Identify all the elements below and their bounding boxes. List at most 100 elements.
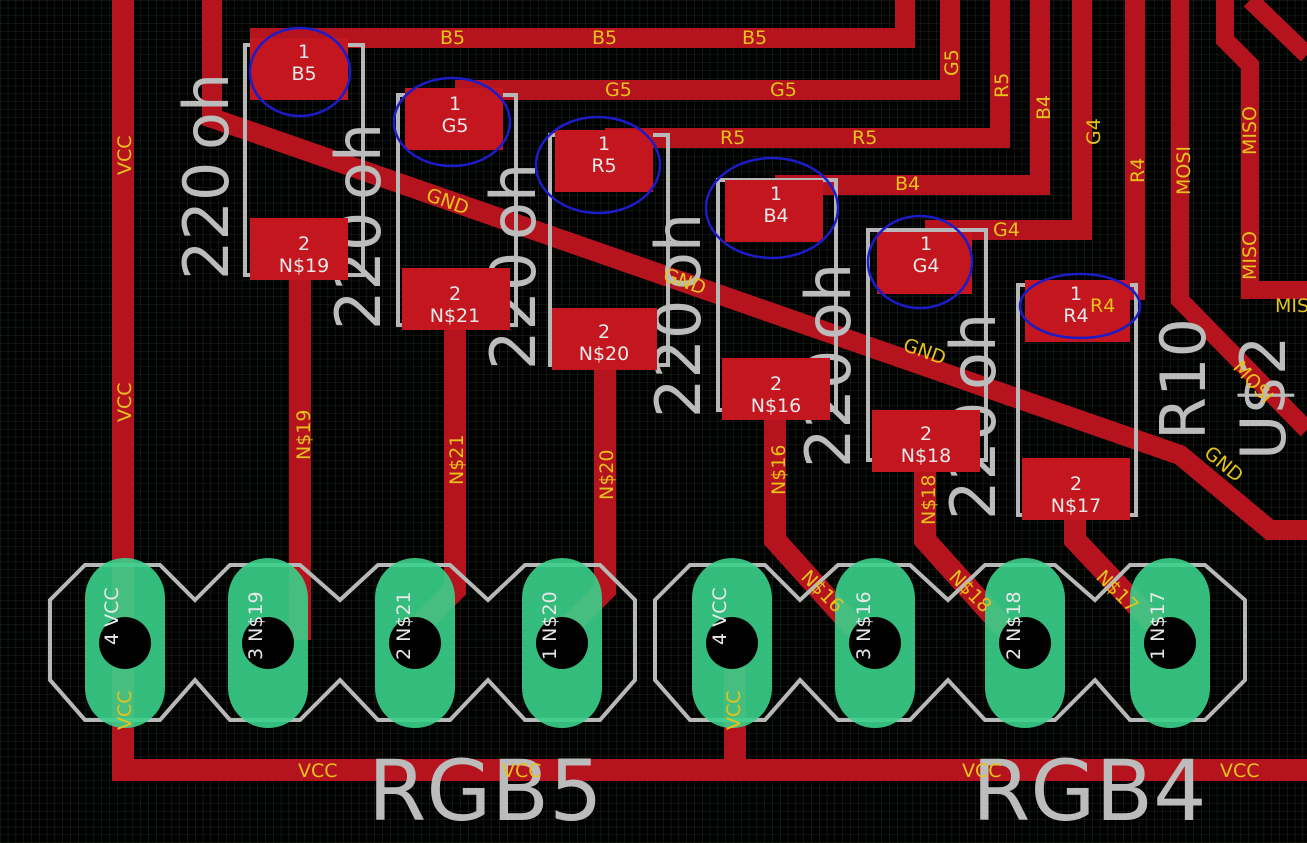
r-g5-pad2-net: N$21 [430,305,480,327]
smd-pads[interactable] [250,38,1130,520]
net-label-mis: MIS [1275,295,1307,317]
u-ref: U$2 [1227,336,1300,460]
miso-trace-2 [1243,0,1307,62]
rgb4-pin1-num: 1 [1147,648,1169,660]
net-label-g5-v: G5 [941,49,963,76]
rgb4-pin1-label: 1 N$17 [1147,591,1169,660]
net-label-miso-1: MISO [1239,106,1261,155]
thru-hole-pads[interactable] [85,558,1210,728]
rgb5-pin1-num: 1 [539,648,561,660]
net-label-r5-2: R5 [852,127,877,149]
r10-ref: R10 [1147,318,1220,440]
rgb5-pin1-net: N$20 [539,591,561,641]
rgb4-pin2-num: 2 [1003,648,1025,660]
net-label-b4-v: B4 [1033,95,1055,120]
r-r4-pad2 [1022,458,1130,520]
rgb5-pin2-net: N$21 [393,591,415,641]
ohm-suffix-5: oh [792,263,865,340]
r-g4-pad1-net: G4 [913,255,940,277]
net-label-n16: N$16 [768,445,790,495]
r-r4-pad2-num: 2 [1070,473,1082,495]
net-label-vcc-4: VCC [298,760,338,782]
rgb4-label: RGB4 [972,742,1207,840]
net-label-vcc-7: VCC [1220,760,1260,782]
r-g5-pad1-num: 1 [449,93,461,115]
r5-trace [605,0,1010,148]
annotation-circle-b5 [248,26,352,118]
miso-trace [1216,0,1307,299]
net-label-vcc-6: VCC [962,760,1002,782]
r-r4-pad1-net: R4 [1063,305,1088,327]
r-b4-pad2-net: N$16 [751,395,801,417]
r-b5-pad1-num: 1 [298,41,310,63]
annotation-circle-g5 [392,76,512,168]
rgb4-pin2-label: 2 N$18 [1003,591,1025,660]
r-r5-pad1 [555,130,653,192]
net-label-r4-v: R4 [1127,158,1149,183]
net-label-n20: N$20 [596,450,618,500]
r-g5-pad2 [402,268,510,330]
rgb4-pin3-num: 3 [853,648,875,660]
r-g4-pad2-num: 2 [920,423,932,445]
rgb4-pin4-net: VCC [709,587,731,627]
ohm-suffix-6: oh [937,313,1010,390]
r-g5-pad1-net: G5 [442,115,469,137]
r-b5-pad1-net: B5 [291,63,316,85]
r-r5-pad1-net: R5 [591,155,616,177]
r-g5-pad2-num: 2 [449,283,461,305]
net-label-g5-1: G5 [605,79,632,101]
net-label-vcc-5: VCC [502,760,542,782]
r-r5-pad2 [552,308,657,370]
rgb5-pin2-num: 2 [393,648,415,660]
rgb5-pin2-label: 2 N$21 [393,591,415,660]
net-label-b4-1: B4 [895,173,920,195]
rgb4-pin1-drill [1144,617,1196,669]
ohm-suffix-3: oh [477,163,550,240]
rgb4-pin4-num: 4 [709,633,731,645]
net-label-b5-1: B5 [440,27,465,49]
ohm-suffix-4: oh [642,213,715,290]
smd-pad-labels: 1 B5 2 N$19 1 G5 2 N$21 1 R5 2 N$20 1 B4… [279,41,1101,517]
r-r5-pad1-num: 1 [598,133,610,155]
net-label-r5-v: R5 [991,73,1013,98]
net-label-vcc-8: VCC [723,690,745,730]
rgb5-pin3-label: 3 N$19 [245,591,267,660]
annotation-circle-g4 [866,214,974,310]
net-label-n18: N$18 [918,475,940,525]
r-g4-pad1 [877,232,972,294]
rgb5-pin3-net: N$19 [245,591,267,641]
net-label-vcc-2: VCC [114,382,136,422]
net-label-b5-2: B5 [592,27,617,49]
rgb5-pin2-drill [389,617,441,669]
rgb5-pin3-drill [242,617,294,669]
net-label-g5-2: G5 [770,79,797,101]
net-label-g4-v: G4 [1083,118,1105,145]
r-g4-pad2-net: N$18 [901,445,951,467]
r-g5-pad1 [405,88,503,150]
r-b5-pad2-num: 2 [298,233,310,255]
annotation-circle-b4 [704,156,840,260]
r-b5-pad2-net: N$19 [279,255,329,277]
r-b4-pad1-net: B4 [763,205,788,227]
r-b4-pad1-num: 1 [770,183,782,205]
ohm-suffix-1: oh [170,73,243,150]
net-label-b5-3: B5 [742,27,767,49]
r-b4-pad2-num: 2 [770,373,782,395]
r-b5-pad2 [250,218,348,280]
mosi-trace [1171,0,1307,437]
b5-trace [250,0,915,48]
rgb4-pin3-drill [849,617,901,669]
r-b5-pad1 [250,38,348,100]
rgb5-pin4-drill [99,617,151,669]
resistor-value-1: 220 [170,162,243,280]
r-r5-pad2-num: 2 [598,321,610,343]
rgb5-pin1-drill [536,617,588,669]
rgb5-pin4-net: VCC [101,587,123,627]
net-label-vcc-3: VCC [114,690,136,730]
net-label-miso-2: MISO [1239,231,1261,280]
annotation-circle-r5 [534,115,662,215]
ohm-suffix-2: oh [322,123,395,200]
r-g4-pad2 [872,410,980,472]
net-label-g4-1: G4 [993,219,1020,241]
